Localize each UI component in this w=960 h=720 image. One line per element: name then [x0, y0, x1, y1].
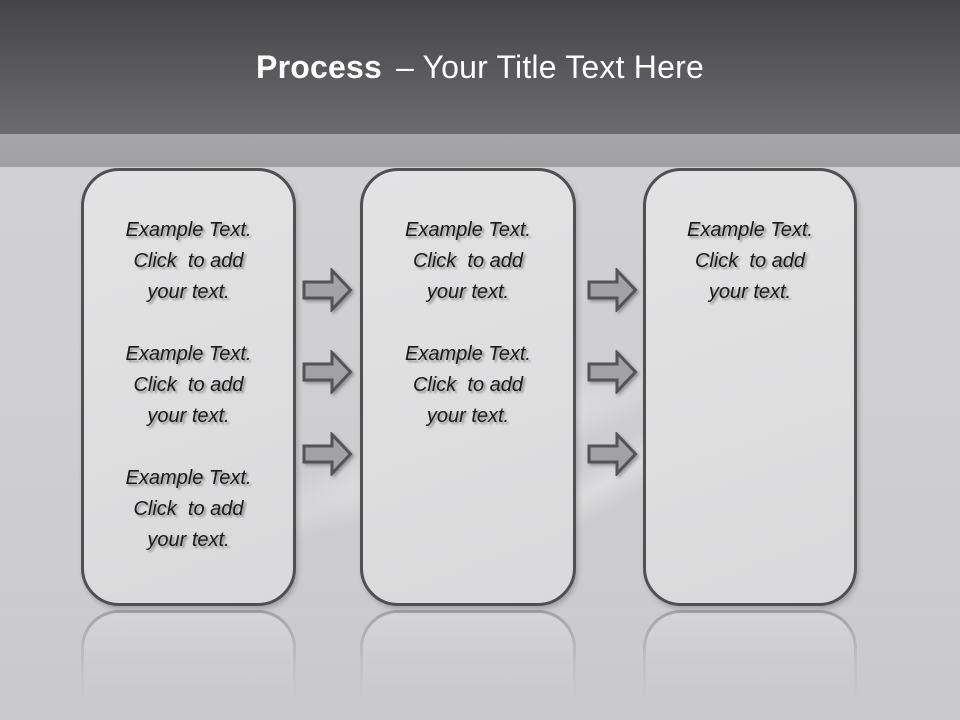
header-accent-band — [0, 134, 960, 167]
process-box-1[interactable]: Example Text. Click to add your text. Ex… — [81, 168, 296, 606]
right-arrow-icon — [302, 350, 353, 394]
right-arrow-icon — [587, 432, 638, 476]
reflection-fade — [0, 610, 960, 720]
process-box-3[interactable]: Example Text. Click to add your text. — [643, 168, 857, 606]
placeholder-text[interactable]: Example Text. Click to add your text. — [125, 467, 252, 551]
title-remainder: – Your Title Text Here — [395, 49, 704, 85]
process-box-2[interactable]: Example Text. Click to add your text. Ex… — [360, 168, 576, 606]
right-arrow-icon — [587, 350, 638, 394]
placeholder-text[interactable]: Example Text. Click to add your text. — [125, 219, 252, 303]
slide-header: Process – Your Title Text Here — [0, 0, 960, 134]
placeholder-text[interactable]: Example Text. Click to add your text. — [405, 343, 531, 427]
right-arrow-icon — [587, 268, 638, 312]
right-arrow-icon — [302, 268, 353, 312]
placeholder-text[interactable]: Example Text. Click to add your text. — [405, 219, 531, 303]
title-emphasis: Process — [256, 49, 382, 85]
right-arrow-icon — [302, 432, 353, 476]
placeholder-text[interactable]: Example Text. Click to add your text. — [687, 219, 813, 303]
slide-title: Process – Your Title Text Here — [256, 49, 704, 86]
placeholder-text[interactable]: Example Text. Click to add your text. — [125, 343, 252, 427]
